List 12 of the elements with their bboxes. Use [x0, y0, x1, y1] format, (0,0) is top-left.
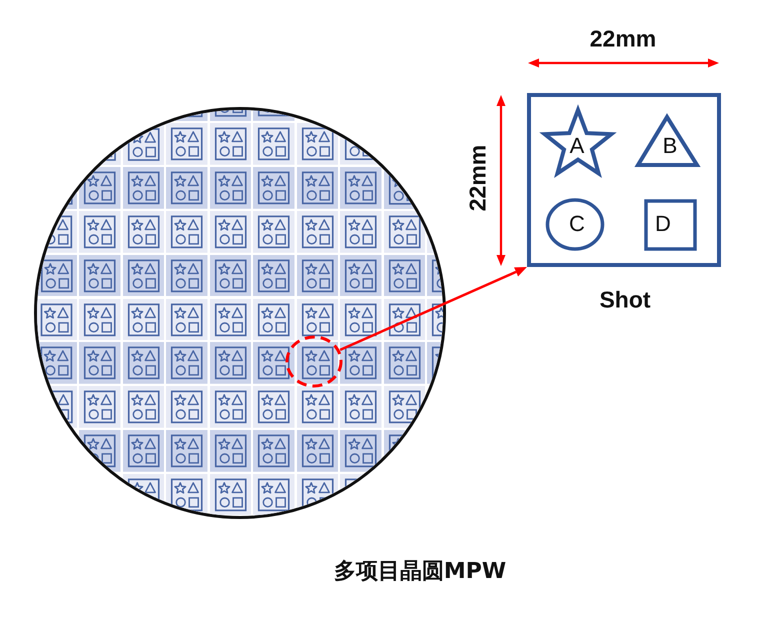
- shape-letter: D: [655, 213, 671, 235]
- arrow: [340, 267, 527, 352]
- shot-label: Shot: [599, 288, 651, 312]
- shape-letter: C: [569, 213, 585, 235]
- shape-letter: B: [662, 135, 678, 157]
- highlight-circle: [285, 335, 343, 388]
- caption: 多项目晶圆MPW: [334, 560, 506, 584]
- square-shape: [644, 199, 697, 251]
- shape-letter: A: [570, 135, 584, 157]
- ellipse-shape: [544, 197, 606, 252]
- dimension-label: 22mm: [466, 144, 490, 212]
- dimension-label: 22mm: [590, 28, 656, 50]
